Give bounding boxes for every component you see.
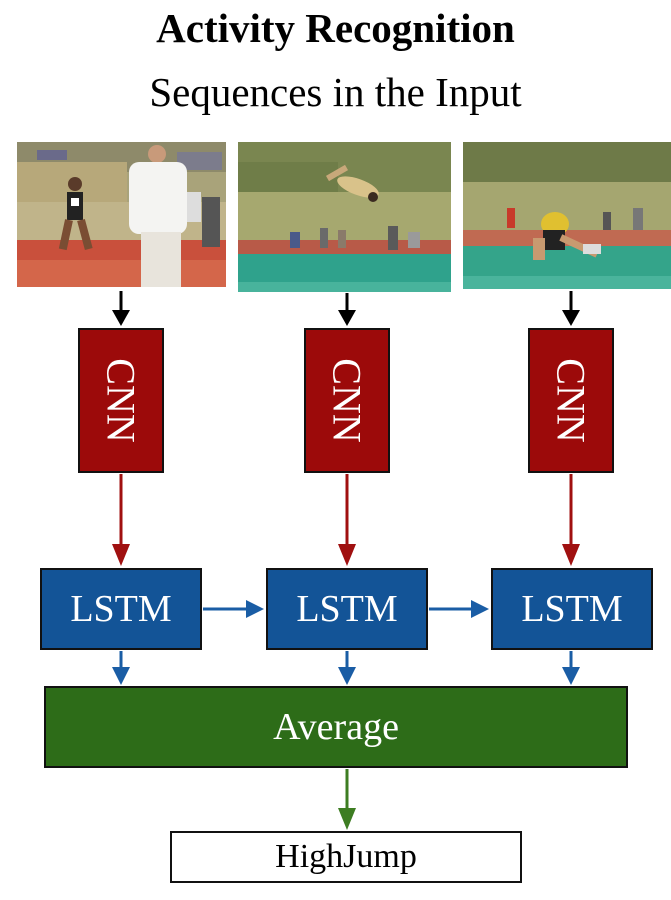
arrowhead-average-to-output [338,808,356,830]
video-frame-3 [463,142,671,289]
video-frame-landing-photo [463,142,671,289]
diagram-subtitle: Sequences in the Input [149,69,522,115]
arrowhead-lstm1-to-average [112,667,130,685]
arrowhead-lstm1-to-lstm2 [246,600,264,618]
output-class-box: HighJump [170,831,522,883]
video-frame-jump-photo [238,142,451,292]
arrowhead-cnn1-to-lstm1 [112,544,130,566]
average-label: Average [273,706,399,748]
arrowhead-lstm3-to-average [562,667,580,685]
lstm-block-3: LSTM [491,568,653,650]
cnn-block-3: CNN [528,328,614,473]
arrowhead-frame1-to-cnn1 [112,310,130,326]
video-frame-runner-photo [17,142,226,287]
cnn-block-1: CNN [78,328,164,473]
cnn-block-2: CNN [304,328,390,473]
arrowhead-lstm2-to-lstm3 [471,600,489,618]
lstm-label-1: LSTM [70,588,172,630]
lstm-block-2: LSTM [266,568,428,650]
output-label: HighJump [275,838,417,875]
arrowhead-frame3-to-cnn3 [562,310,580,326]
average-block: Average [44,686,628,768]
lstm-block-1: LSTM [40,568,202,650]
arrowhead-frame2-to-cnn2 [338,310,356,326]
lstm-label-2: LSTM [296,588,398,630]
video-frame-2 [238,142,451,292]
diagram-title: Activity Recognition [156,5,515,51]
lstm-label-3: LSTM [521,588,623,630]
arrowhead-cnn3-to-lstm3 [562,544,580,566]
arrowhead-cnn2-to-lstm2 [338,544,356,566]
arrowhead-lstm2-to-average [338,667,356,685]
video-frame-1 [17,142,226,287]
